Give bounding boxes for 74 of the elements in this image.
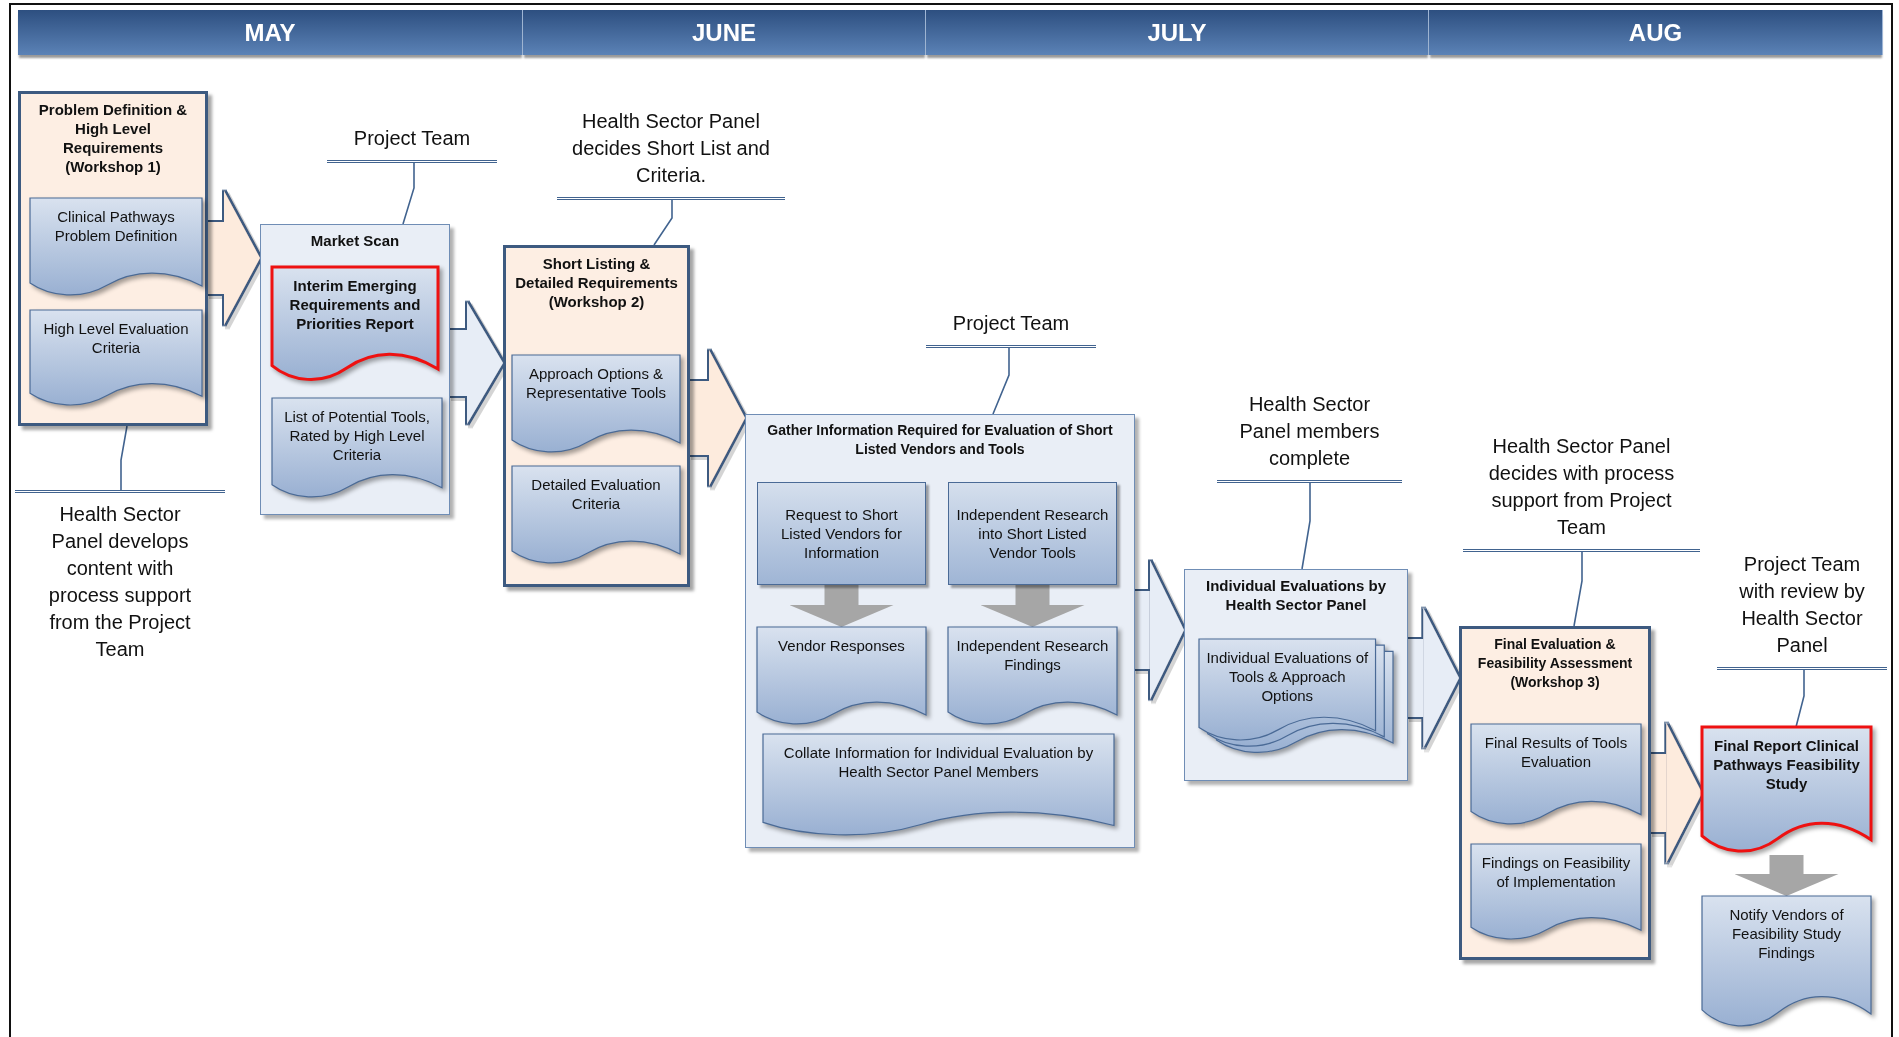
block-arrow [1135, 560, 1184, 700]
callout-text: Health Sector Panel decides with process support from Project Team [1487, 434, 1676, 540]
document-label: Interim Emerging Requirements and Priorities Report [288, 276, 422, 333]
month-header [1429, 10, 1883, 55]
callout-text: Health Sector Panel decides Short List and Criteria. [571, 109, 771, 188]
down-arrow [789, 585, 894, 627]
document-label: Findings on Feasibility of Implementation [1480, 853, 1632, 891]
phase-heading: Market Scan [309, 231, 401, 250]
document-shape [757, 627, 926, 727]
phase-panel [745, 414, 1135, 848]
document-shape [1471, 844, 1641, 942]
document-shape [30, 310, 202, 408]
process-label: Request to Short Listed Vendors for Information [780, 505, 903, 562]
document-shape [1702, 727, 1871, 855]
phase-heading: Short Listing & Detailed Requirements (Workshop 2) [514, 254, 679, 311]
down-arrow [1734, 855, 1839, 896]
process-label: Independent Research into Short Listed Vendor Tools [955, 505, 1110, 562]
document-label: High Level Evaluation Criteria [42, 319, 190, 357]
month-label: JULY [1147, 18, 1207, 47]
callout-text: Project Team [353, 126, 471, 151]
leader-line [1301, 482, 1311, 570]
leader-line [992, 347, 1010, 415]
document-shape [763, 734, 1114, 838]
month-header [523, 10, 926, 55]
month-label: JUNE [692, 18, 756, 47]
leader-line [1573, 551, 1583, 627]
phase-heading: Individual Evaluations by Health Sector Panel [1204, 576, 1387, 614]
document-shape [948, 627, 1117, 727]
document-shape [512, 466, 680, 566]
block-arrow [208, 191, 260, 325]
callout-text: Project Team [952, 311, 1070, 336]
document-shape [272, 267, 438, 383]
document-label: Vendor Responses [777, 636, 906, 655]
callout-text: Health Sector Panel develops content with process support from the Project Team [47, 502, 193, 662]
leader-line [402, 162, 415, 225]
document-label: Detailed Evaluation Criteria [530, 475, 662, 513]
document-label: Independent Research Findings [955, 636, 1110, 674]
phase-heading: Gather Information Required for Evaluation of Short Listed Vendors and Tools [766, 421, 1114, 459]
callout-text: Project Team with review by Health Sector Panel [1738, 552, 1866, 658]
document-label: List of Potential Tools, Rated by High Level Criteria [283, 407, 431, 464]
leader-line [120, 425, 128, 491]
phase-panel [1184, 569, 1408, 781]
phase-heading: Final Evaluation & Feasibility Assessment (Workshop 3) [1476, 635, 1634, 692]
down-arrow [980, 585, 1085, 627]
document-label: Individual Evaluations of Tools & Approach Options [1205, 648, 1370, 705]
document-label: Final Results of Tools Evaluation [1483, 733, 1629, 771]
document-label: Notify Vendors of Feasibility Study Findings [1728, 905, 1845, 962]
phase-panel [260, 224, 450, 515]
phase-panel [503, 245, 690, 587]
month-header [926, 10, 1429, 55]
document-label: Final Report Clinical Pathways Feasibility Study [1712, 736, 1861, 793]
month-label: MAY [244, 18, 296, 47]
phase-panel [1459, 626, 1651, 960]
leader-line [1795, 669, 1805, 728]
block-arrow [690, 350, 745, 486]
callout-text: Health Sector Panel members complete [1238, 392, 1381, 471]
leader-line [653, 199, 673, 246]
document-label: Approach Options & Representative Tools [525, 364, 667, 402]
document-shape [1471, 724, 1641, 827]
phase-heading: Problem Definition & High Level Requirements (Workshop 1) [37, 100, 189, 176]
block-arrow [1408, 608, 1459, 748]
phase-panel [18, 91, 208, 426]
document-shape [1702, 896, 1871, 1030]
document-shape [272, 398, 442, 500]
block-arrow [1651, 723, 1702, 863]
block-arrow [450, 302, 503, 424]
document-shape [512, 355, 680, 455]
process-box [948, 482, 1117, 585]
process-box [757, 482, 926, 585]
month-header [18, 10, 523, 55]
document-label: Collate Information for Individual Evaluation by Health Sector Panel Members [782, 743, 1095, 781]
document-shape [30, 198, 202, 298]
month-label: AUG [1628, 18, 1683, 47]
document-label: Clinical Pathways Problem Definition [53, 207, 179, 245]
